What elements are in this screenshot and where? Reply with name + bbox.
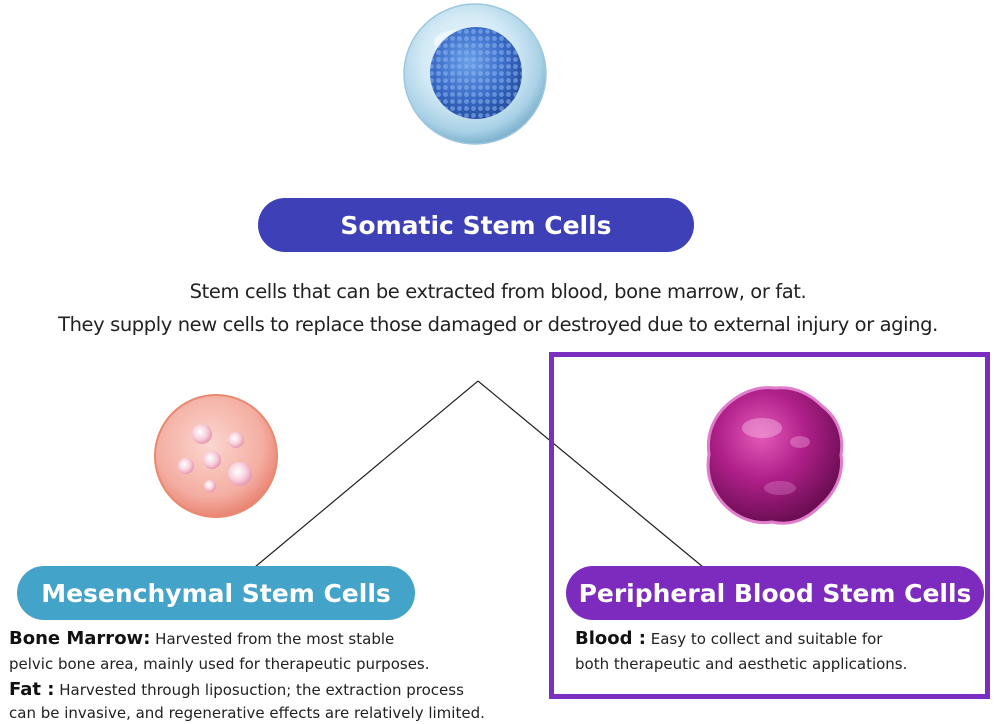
bone-marrow-text-line1: Harvested from the most stable: [150, 630, 395, 648]
blood-text-line1: Easy to collect and suitable for: [645, 630, 883, 648]
fat-detail-line1: Fat : Harvested through liposuction; the…: [9, 679, 464, 700]
blood-text-line2: both therapeutic and aesthetic applicati…: [575, 655, 908, 673]
connector-right-line: [477, 380, 704, 568]
mesenchymal-cell-image: [154, 394, 278, 518]
peripheral-blood-stem-cells-label: Peripheral Blood Stem Cells: [566, 566, 984, 620]
somatic-description-line1: Stem cells that can be extracted from bl…: [189, 280, 807, 303]
blood-label: Blood: [575, 628, 633, 649]
fat-text-line1: Harvested through liposuction; the extra…: [54, 681, 464, 699]
fat-label: Fat: [9, 679, 41, 700]
bone-marrow-text-line2: pelvic bone area, mainly used for therap…: [9, 655, 430, 673]
connector-left-line: [254, 380, 479, 568]
fat-separator: :: [41, 679, 55, 700]
blood-detail-line1: Blood : Easy to collect and suitable for: [575, 628, 882, 649]
somatic-stem-cells-label: Somatic Stem Cells: [258, 198, 694, 252]
bone-marrow-label: Bone Marrow: [9, 628, 144, 649]
bone-marrow-detail-line1: Bone Marrow: Harvested from the most sta…: [9, 628, 394, 649]
peripheral-blood-cell-image: [706, 386, 844, 525]
mesenchymal-stem-cells-label: Mesenchymal Stem Cells: [17, 566, 415, 620]
somatic-cell-image: [403, 3, 547, 145]
bone-marrow-separator: :: [143, 628, 151, 649]
blood-separator: :: [632, 628, 646, 649]
fat-text-line2: can be invasive, and regenerative effect…: [9, 704, 485, 722]
peripheral-highlight-box: [549, 352, 990, 699]
somatic-description-line2: They supply new cells to replace those d…: [58, 313, 938, 336]
